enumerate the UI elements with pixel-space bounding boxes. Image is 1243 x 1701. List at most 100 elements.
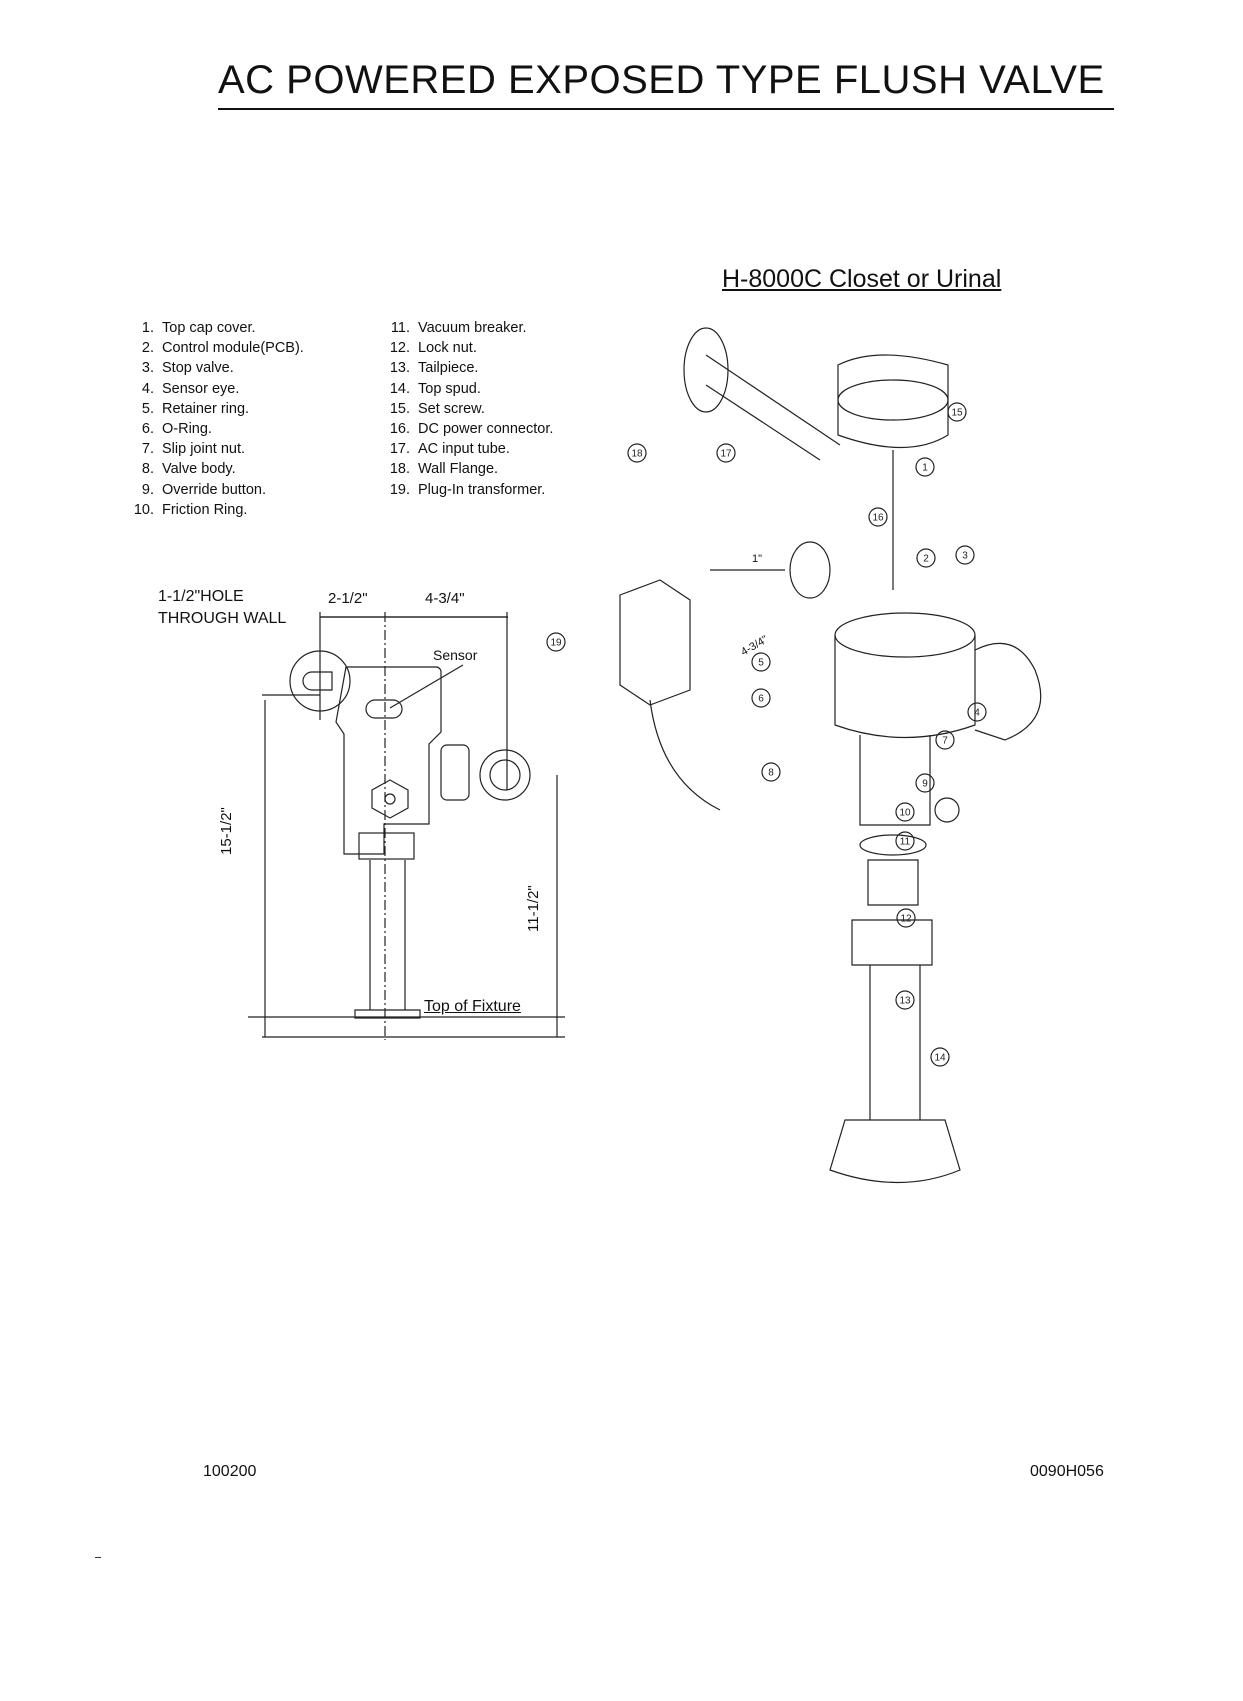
- callout-16: 16: [868, 507, 888, 527]
- part-label: DC power connector.: [418, 421, 554, 438]
- callout-number: 11: [900, 837, 911, 848]
- part-label: Sensor eye.: [162, 380, 240, 397]
- callout-number: 9: [922, 779, 928, 790]
- part-number: 8.: [141, 461, 154, 478]
- parts-list-item: 19. Plug-In transformer.: [382, 480, 553, 500]
- part-number: 9.: [141, 481, 154, 498]
- part-number: 19.: [389, 481, 410, 498]
- callout-11: 11: [895, 831, 915, 851]
- callout-2: 2: [916, 548, 936, 568]
- parts-list-left: 1. Top cap cover. 2. Control module(PCB). 3.…: [126, 318, 304, 520]
- plug-in-transformer: [619, 579, 691, 706]
- part-label: Top cap cover.: [162, 320, 256, 336]
- callout-9: 9: [915, 773, 935, 793]
- exploded-dim-1in: 1": [752, 553, 763, 565]
- part-label: Plug-In transformer.: [418, 481, 546, 498]
- parts-list-item: 14. Top spud.: [382, 379, 553, 399]
- slip-joint-ring: [789, 541, 831, 599]
- callout-number: 3: [962, 551, 968, 562]
- top-spud-exploded: [829, 1119, 961, 1184]
- callout-number: 12: [900, 914, 912, 925]
- part-label: Control module(PCB).: [162, 340, 304, 357]
- part-number: 2.: [141, 340, 154, 357]
- part-number: 16.: [389, 421, 410, 438]
- part-number: 15.: [389, 400, 410, 417]
- part-label: Lock nut.: [418, 340, 477, 357]
- callout-1: 1: [915, 457, 935, 477]
- parts-list-item: 2. Control module(PCB).: [126, 338, 304, 358]
- parts-list-item: 18.Wall Flange.: [382, 459, 553, 479]
- override-button: [371, 779, 409, 819]
- parts-list-item: 6.O-Ring.: [126, 419, 304, 439]
- valve-body-exploded: [859, 735, 931, 826]
- title-underline: [218, 108, 1114, 110]
- callout-10: 10: [895, 802, 915, 822]
- callout-13: 13: [895, 990, 915, 1010]
- callout-7: 7: [935, 730, 955, 750]
- callout-3: 3: [955, 545, 975, 565]
- callout-4: 4: [967, 702, 987, 722]
- part-number: 14.: [389, 380, 410, 397]
- hole-label-line2: THROUGH WALL: [158, 610, 287, 627]
- part-label: Stop valve.: [162, 360, 234, 377]
- dimension-2-1-2: 2-1/2": [328, 590, 368, 607]
- part-number: 11.: [390, 320, 410, 336]
- callout-number: 16: [872, 513, 884, 524]
- parts-list-item: 10.Friction Ring.: [126, 500, 304, 520]
- ac-input-tube: [705, 354, 841, 461]
- top-cap-cover: [837, 354, 949, 448]
- callout-5: 5: [751, 652, 771, 672]
- dimension-4-3-4: 4-3/4": [425, 590, 465, 607]
- parts-list-item: 13. Tailpiece.: [382, 358, 553, 378]
- callout-8: 8: [761, 762, 781, 782]
- callout-number: 6: [758, 694, 764, 705]
- footer-document-number: 0090H056: [1030, 1463, 1104, 1480]
- part-number: 13.: [389, 360, 410, 377]
- lock-nut: [851, 919, 933, 966]
- part-label: Set screw.: [418, 400, 485, 417]
- stop-valve: [479, 749, 531, 801]
- part-number: 10.: [133, 501, 154, 518]
- parts-list-item: 16. DC power connector.: [382, 419, 554, 439]
- parts-list-item: 8.Valve body.: [126, 459, 304, 479]
- stop-valve-exploded: [974, 642, 1042, 741]
- parts-list-item: 1. Top cap cover.: [126, 318, 304, 338]
- callout-number: 17: [720, 449, 732, 460]
- part-number: 3.: [141, 360, 154, 377]
- part-number: 1.: [141, 320, 154, 336]
- part-number: 4.: [141, 380, 154, 397]
- slip-nut: [358, 832, 415, 860]
- parts-list-item: 12. Lock nut.: [382, 338, 553, 358]
- part-label: O-Ring.: [162, 421, 212, 438]
- callout-number: 14: [934, 1053, 946, 1064]
- callout-number: 13: [899, 996, 911, 1007]
- sensor-label: Sensor: [433, 647, 478, 663]
- parts-list-item: 17.AC input tube.: [382, 439, 553, 459]
- callout-18: 18: [627, 443, 647, 463]
- friction-ring: [859, 834, 927, 856]
- callout-17: 17: [716, 443, 736, 463]
- callout-12: 12: [896, 908, 916, 928]
- part-number: 5.: [141, 400, 154, 417]
- part-label: Wall Flange.: [418, 461, 499, 478]
- vacuum-breaker: [867, 859, 919, 906]
- part-number: 12.: [389, 340, 410, 357]
- callout-number: 7: [942, 736, 948, 747]
- parts-list-item: 9.Override button.: [126, 480, 304, 500]
- callout-number: 2: [923, 554, 929, 565]
- callout-number: 4: [974, 708, 980, 719]
- part-number: 7.: [141, 441, 154, 458]
- model-subtitle: H-8000C Closet or Urinal: [722, 265, 1002, 293]
- wall-tube: [302, 671, 333, 691]
- callout-number: 10: [899, 808, 911, 819]
- callout-number: 1: [922, 463, 928, 474]
- footer-date-code: 100200: [203, 1463, 257, 1480]
- parts-list-item: 11.Vacuum breaker.: [382, 318, 553, 338]
- sensor-window: [365, 699, 403, 719]
- part-label: Tailpiece.: [418, 360, 479, 377]
- parts-list-item: 5. Retainer ring.: [126, 399, 304, 419]
- control-module: [834, 612, 976, 658]
- part-label: Top spud.: [418, 380, 481, 397]
- part-label: Retainer ring.: [162, 400, 250, 417]
